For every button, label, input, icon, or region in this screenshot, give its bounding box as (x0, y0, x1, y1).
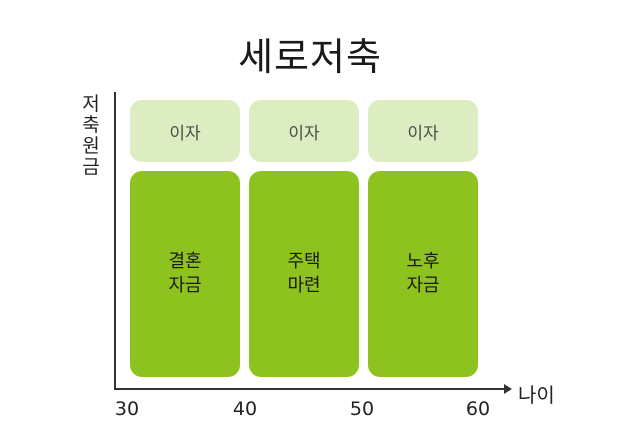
interest-label: 이자 (288, 123, 320, 144)
principal-box-marriage: 결혼 자금 (130, 171, 240, 377)
y-axis-line (114, 92, 116, 390)
principal-label-line: 결혼 (168, 251, 202, 272)
x-tick-40: 40 (232, 398, 258, 420)
principal-label-line: 자금 (406, 275, 440, 296)
interest-box-1: 이자 (130, 100, 240, 162)
x-tick-30: 30 (114, 398, 140, 420)
diagram-title: 세로저축 (238, 35, 382, 79)
principal-label-line: 마련 (287, 275, 321, 296)
principal-label-line: 노후 (406, 251, 440, 272)
principal-label-line: 주택 (287, 251, 321, 272)
x-axis-label: 나이 (518, 383, 555, 407)
principal-box-housing: 주택 마련 (249, 171, 359, 377)
y-axis-label: 저축원금 (82, 93, 100, 178)
x-tick-60: 60 (465, 398, 491, 420)
interest-label: 이자 (169, 123, 201, 144)
interest-label: 이자 (407, 123, 439, 144)
principal-box-retirement: 노후 자금 (368, 171, 478, 377)
interest-box-3: 이자 (368, 100, 478, 162)
x-axis-arrow-icon (504, 384, 512, 394)
x-axis-line (114, 388, 508, 390)
interest-box-2: 이자 (249, 100, 359, 162)
x-tick-50: 50 (349, 398, 375, 420)
principal-label-line: 자금 (168, 275, 202, 296)
